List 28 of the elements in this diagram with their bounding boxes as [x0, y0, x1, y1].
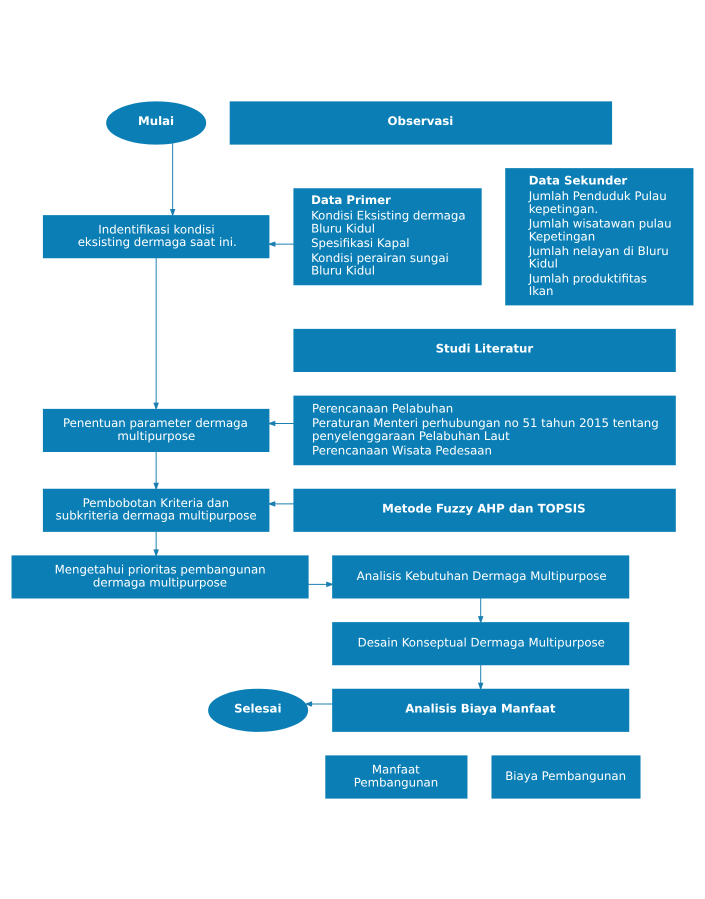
- arrow: [153, 256, 159, 410]
- arrow: [268, 240, 294, 246]
- node-ellipse: Mulai: [106, 100, 206, 144]
- node-box: Manfaat Pembangunan: [325, 754, 468, 798]
- node-box: Perencanaan Pelabuhan Peraturan Menteri perhubungan no 51 tahun 2015 tentang penyelenggaraan Pelabuhan Laut Perencanaan Wisata Pedesaan: [293, 395, 676, 465]
- arrow: [153, 450, 159, 490]
- node-box: Analisis Biaya Manfaat: [332, 688, 630, 732]
- arrow: [170, 142, 176, 216]
- arrow: [267, 420, 294, 426]
- node-box: Studi Literatur: [293, 328, 676, 372]
- node-box: Indentifikasi kondisi eksisting dermaga saat ini.: [42, 214, 270, 258]
- arrow: [478, 664, 484, 690]
- node-box: Analisis Kebutuhan Dermaga Multipurpose: [332, 554, 630, 598]
- node-box: Mengetahui prioritas pembangunan dermaga multipurpose: [12, 554, 309, 598]
- node-box: Data Primer Kondisi Eksisting dermaga Bluru Kidul Spesifikasi Kapal Kondisi perairan sungai Bluru Kidul: [293, 188, 482, 285]
- node-box: Biaya Pembangunan: [491, 754, 641, 798]
- arrow: [478, 597, 484, 624]
- node-box: Metode Fuzzy AHP dan TOPSIS: [293, 488, 676, 532]
- arrow: [308, 581, 334, 587]
- node-box: Data Sekunder Jumlah Penduduk Pulau kepetingan. Jumlah wisatawan pulau Kepetingan Jumlah nelayan di Bluru Kidul Jumlah produktifitas Ikan: [505, 168, 694, 305]
- node-box: Observasi: [230, 100, 612, 144]
- arrow: [153, 530, 159, 557]
- node-box: Penentuan parameter dermaga multipurpose: [42, 408, 270, 452]
- node-box: Desain Konseptual Dermaga Multipurpose: [332, 622, 630, 665]
- node-box: Pembobotan Kriteria dan subkriteria dermaga multipurpose: [42, 488, 270, 532]
- arrow: [304, 700, 334, 706]
- node-ellipse: Selesai: [208, 688, 308, 732]
- arrow: [267, 500, 294, 506]
